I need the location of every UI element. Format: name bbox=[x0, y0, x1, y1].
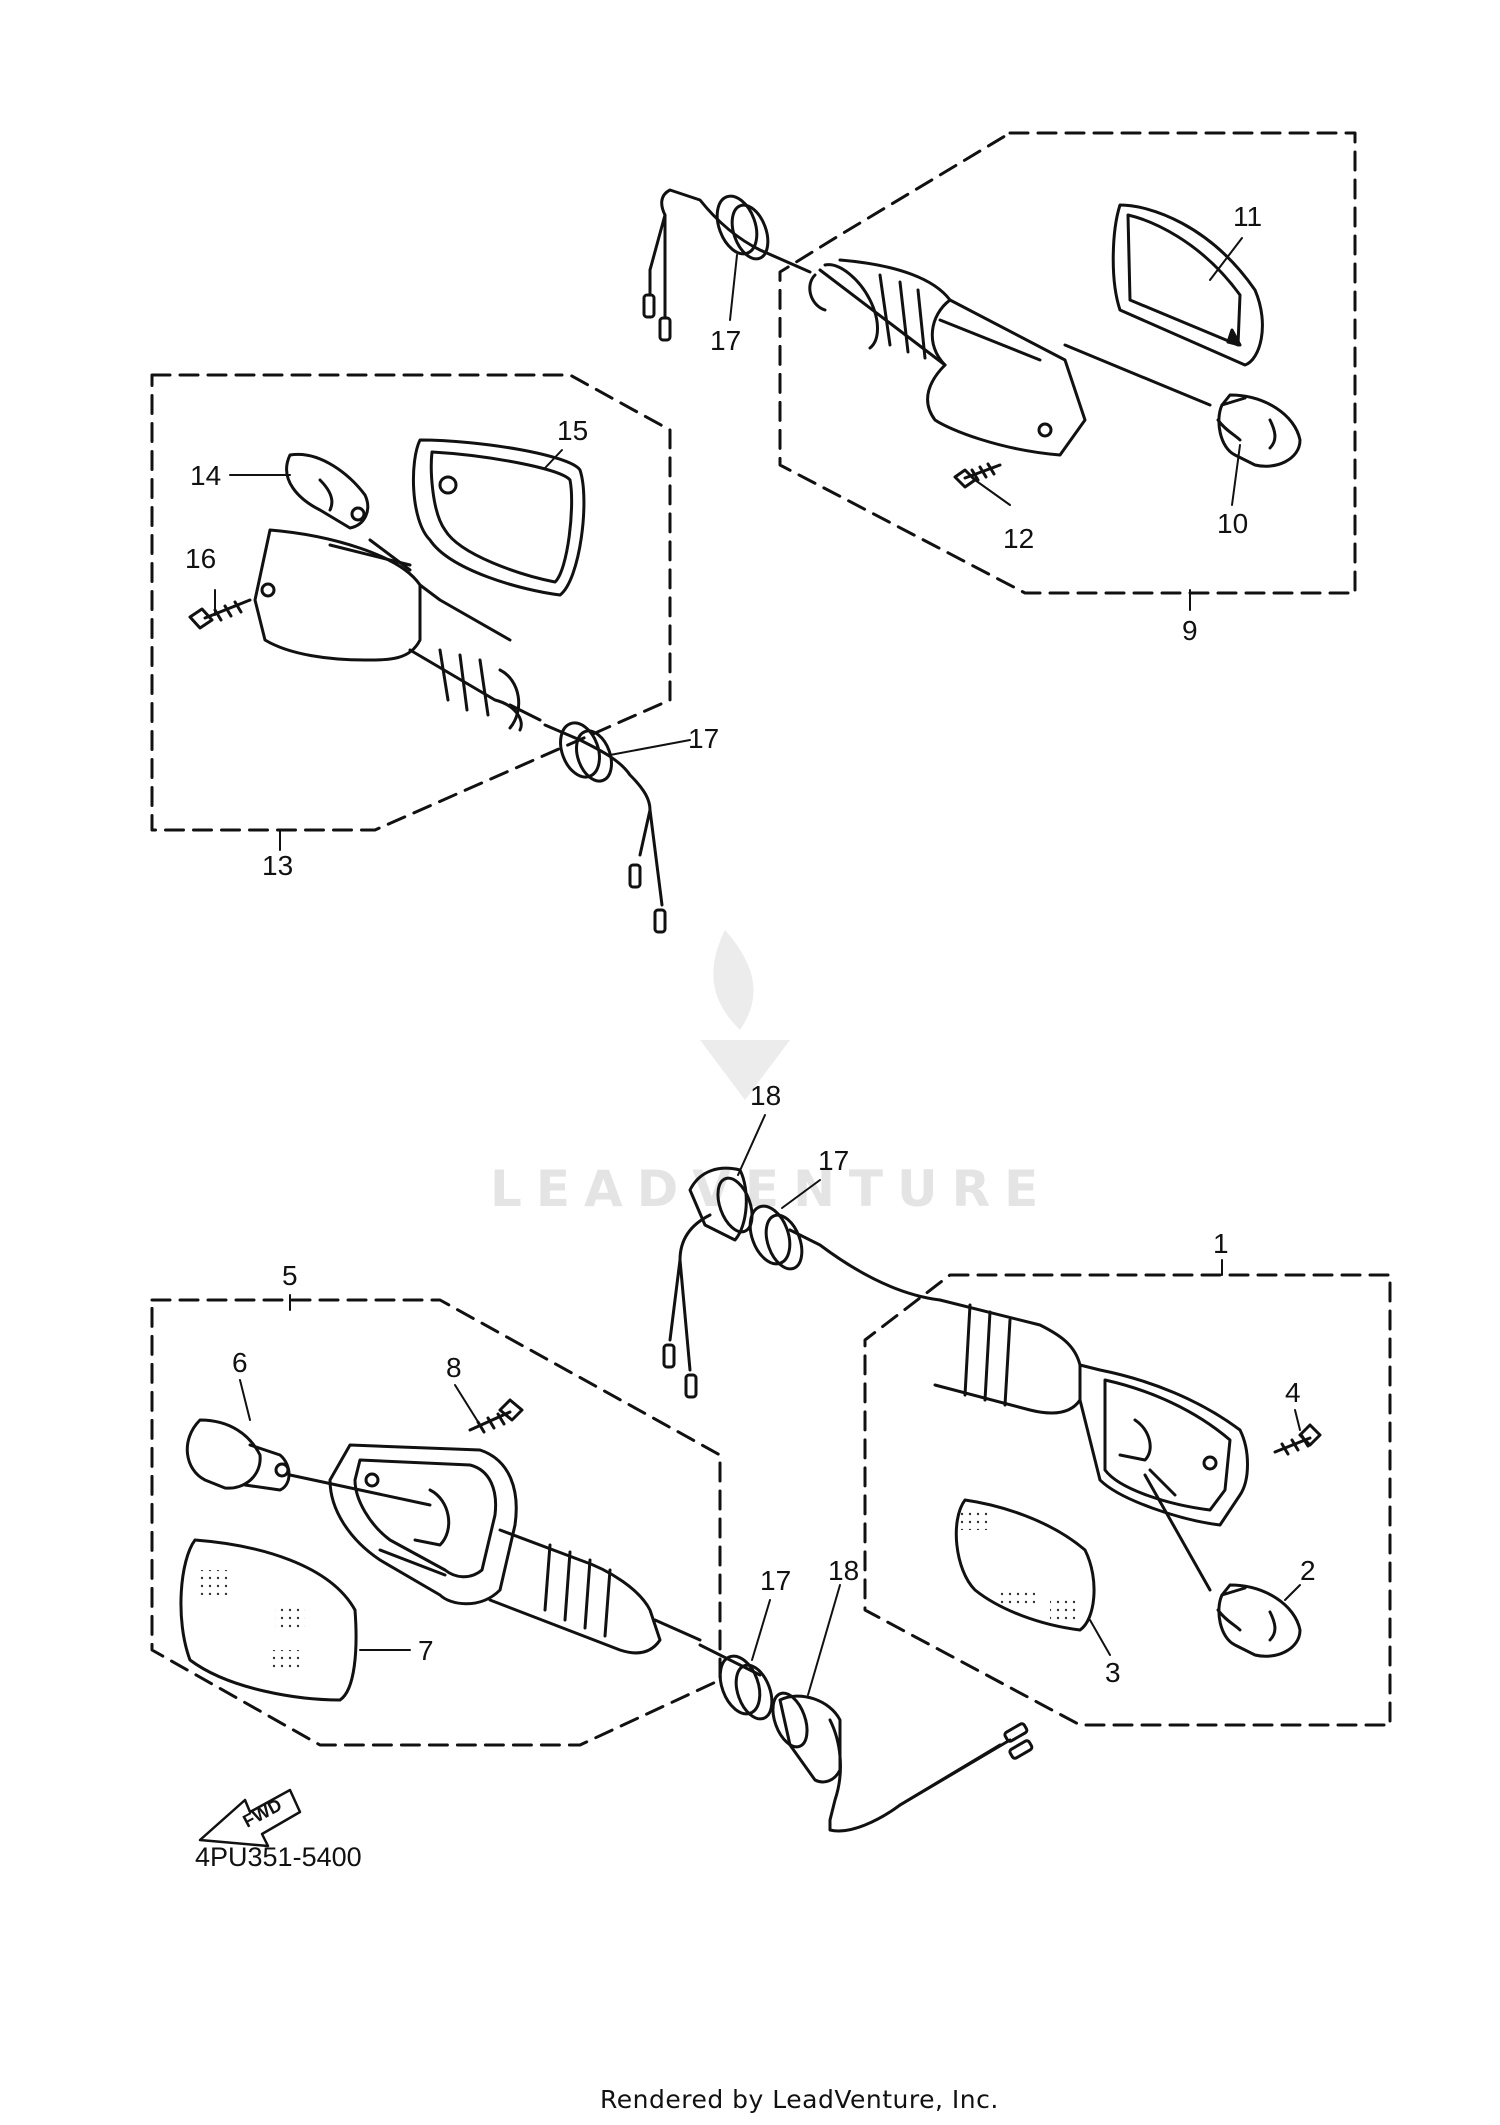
turn-signal-body-9 bbox=[808, 258, 1087, 457]
wire-harness-5 bbox=[698, 1643, 1034, 1833]
watermark-text: LEADVENTURE bbox=[490, 1160, 1053, 1218]
callout-leaders bbox=[214, 237, 1301, 1696]
rendered-by-footer: Rendered by LeadVenture, Inc. bbox=[600, 2085, 999, 2114]
assembly-5-outline bbox=[150, 1298, 722, 1747]
assembly-1-outline bbox=[863, 1273, 1392, 1727]
lens-3 bbox=[954, 1498, 1096, 1632]
callout-18-bottom: 18 bbox=[828, 1555, 859, 1586]
boot-18-bottom bbox=[771, 1691, 842, 1784]
callout-17-left: 17 bbox=[688, 723, 719, 754]
callout-2: 2 bbox=[1300, 1555, 1316, 1586]
turn-signal-body-13 bbox=[253, 528, 542, 732]
screw-4 bbox=[1273, 1423, 1322, 1456]
bulb-10 bbox=[1216, 393, 1302, 468]
assembly-13-outline bbox=[150, 373, 672, 832]
screw-12 bbox=[953, 462, 1002, 489]
callout-17-right: 17 bbox=[818, 1145, 849, 1176]
callout-17-bottom: 17 bbox=[760, 1565, 791, 1596]
callout-14: 14 bbox=[190, 460, 221, 491]
callout-4: 4 bbox=[1285, 1377, 1301, 1408]
callout-6: 6 bbox=[232, 1347, 248, 1378]
leader-1-bulb bbox=[1143, 1473, 1212, 1592]
callout-5: 5 bbox=[282, 1260, 298, 1291]
callout-labels: 11 10 12 9 17 15 14 16 17 13 5 6 8 7 1 4… bbox=[185, 201, 1316, 1688]
leader-9-bulb bbox=[1063, 343, 1212, 407]
callout-7: 7 bbox=[418, 1635, 434, 1666]
screw-16 bbox=[188, 598, 252, 630]
turn-signal-body-5 bbox=[328, 1443, 702, 1655]
fwd-arrow-icon bbox=[198, 1788, 302, 1848]
grommet-17-right bbox=[748, 1204, 804, 1271]
callout-1: 1 bbox=[1213, 1228, 1229, 1259]
grommet-17-top bbox=[715, 194, 770, 261]
callout-11: 11 bbox=[1233, 201, 1262, 232]
screw-8 bbox=[468, 1398, 524, 1434]
callout-13: 13 bbox=[262, 850, 293, 881]
bulb-6 bbox=[185, 1418, 291, 1492]
part-number-caption: 4PU351-5400 bbox=[195, 1842, 362, 1872]
wire-harness-13 bbox=[543, 723, 667, 934]
callout-15: 15 bbox=[557, 415, 588, 446]
callout-8: 8 bbox=[446, 1352, 462, 1383]
callout-10: 10 bbox=[1217, 508, 1248, 539]
watermark-logo bbox=[700, 930, 790, 1100]
callout-16: 16 bbox=[185, 543, 216, 574]
lens-15 bbox=[412, 438, 586, 597]
callout-9: 9 bbox=[1182, 615, 1198, 646]
grommet-17-bottom bbox=[718, 1654, 774, 1721]
boot-18-top bbox=[688, 1166, 754, 1242]
assembly-9-outline bbox=[778, 131, 1357, 595]
leader-13-bulb bbox=[368, 538, 412, 572]
lens-7 bbox=[179, 1538, 358, 1702]
callout-17-top: 17 bbox=[710, 325, 741, 356]
bulb-2 bbox=[1216, 1583, 1302, 1658]
wire-harness-1 bbox=[662, 1213, 942, 1399]
bulb-14 bbox=[285, 452, 370, 530]
wire-harness-9 bbox=[642, 188, 812, 342]
turn-signal-body-1 bbox=[933, 1298, 1249, 1527]
lens-11 bbox=[1111, 203, 1264, 367]
leader-5-bulb bbox=[288, 1473, 432, 1507]
callout-3: 3 bbox=[1105, 1657, 1121, 1688]
grommet-17-left bbox=[559, 721, 613, 783]
callout-18-top: 18 bbox=[750, 1080, 781, 1111]
callout-12: 12 bbox=[1003, 523, 1034, 554]
